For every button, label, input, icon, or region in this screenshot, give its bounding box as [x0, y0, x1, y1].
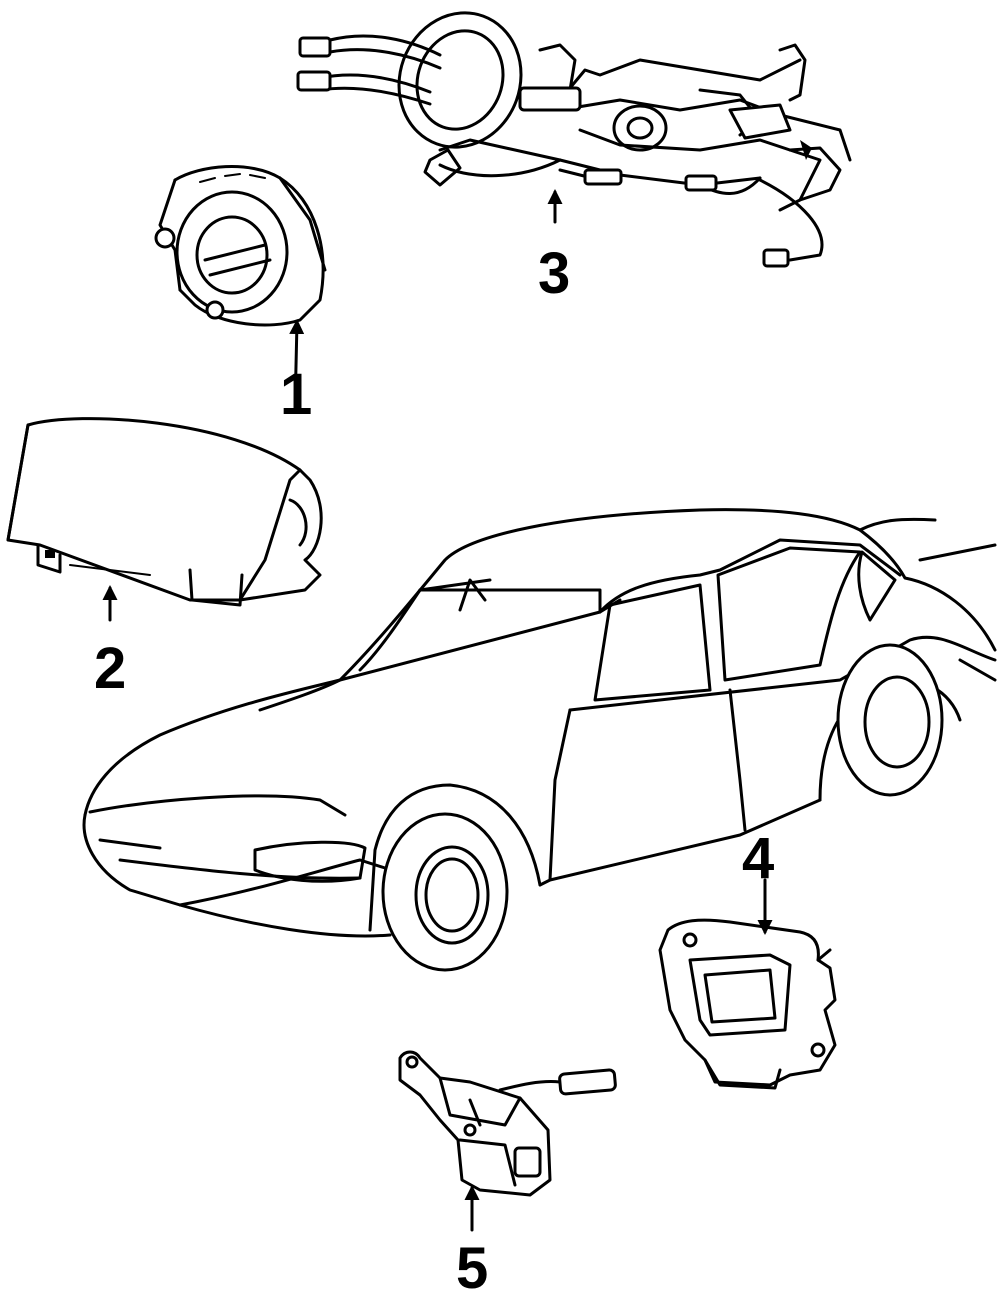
vehicle-outline	[82, 508, 997, 972]
callout-1: 1	[280, 362, 312, 427]
clockspring	[154, 164, 327, 327]
callout-3: 3	[538, 241, 570, 306]
callout-2: 2	[94, 636, 126, 701]
airbag-control-module	[658, 918, 837, 1090]
callout-4: 4	[742, 826, 774, 891]
callout-5: 5	[456, 1236, 488, 1295]
passenger-airbag-module	[6, 417, 323, 607]
leader-line-1	[289, 319, 305, 412]
leader-lines	[102, 189, 773, 1232]
impact-sensor	[398, 1050, 617, 1197]
steering-column-wiring	[296, 11, 852, 268]
